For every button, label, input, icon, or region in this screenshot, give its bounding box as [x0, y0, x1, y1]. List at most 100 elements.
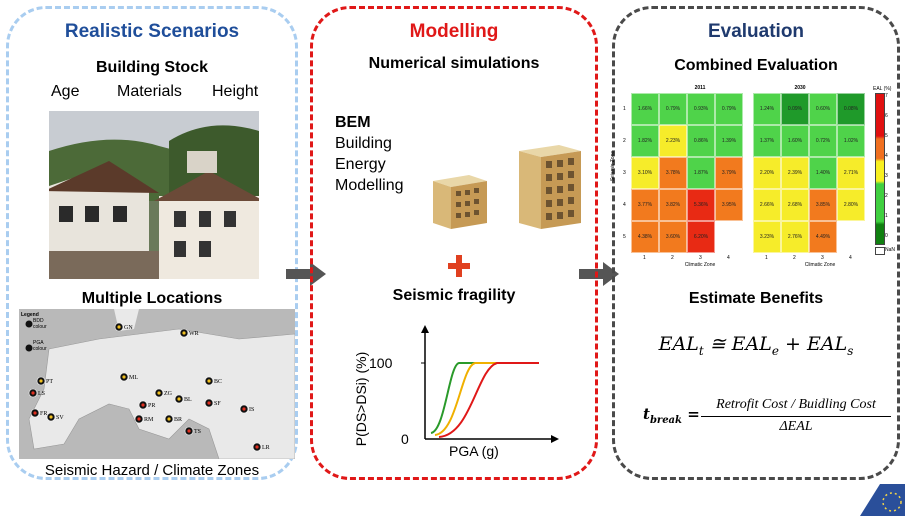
- heatmap-2030-cell: [837, 221, 865, 253]
- heatmap-2011-cell: 3.78%: [659, 157, 687, 189]
- city-marker-inner-zg: [157, 391, 161, 395]
- heatmap-title-2030: 2030: [794, 85, 806, 91]
- heatmap-xtick: 3: [821, 255, 824, 261]
- heatmap-2030: 1.24%0.09%0.60%0.08%1.37%1.60%0.72%1.02%…: [753, 93, 865, 253]
- city-marker-inner-br: [167, 417, 171, 421]
- city-label-br: BR: [174, 417, 182, 423]
- heatmap-2011-cell: 1.82%: [631, 125, 659, 157]
- heatmap-2011-cell: 3.82%: [659, 189, 687, 221]
- city-label-ml: ML: [129, 375, 138, 381]
- heatmap-2011-cell: 4.38%: [631, 221, 659, 253]
- numerical-simulations-label: Numerical simulations: [368, 55, 540, 72]
- panel-title-modelling: Modelling: [409, 21, 499, 42]
- heatmap-xtick: 1: [643, 255, 646, 261]
- fragility-plot: [421, 325, 559, 443]
- map-legend-pga: PGA colour: [33, 340, 47, 352]
- city-label-gn: GN: [124, 325, 133, 331]
- city-marker-inner-sf: [207, 401, 211, 405]
- city-label-bl: BL: [184, 397, 192, 403]
- bem-modelling: Modelling: [335, 177, 404, 194]
- fragility-y100: 100: [369, 355, 393, 371]
- colorbar-nan-label: NaN: [885, 247, 896, 253]
- city-marker-inner-ml: [122, 375, 126, 379]
- heatmap-2030-cell: 0.72%: [809, 125, 837, 157]
- building-stock-label: Building Stock: [96, 59, 208, 76]
- heatmap-2030-cell: 2.76%: [781, 221, 809, 253]
- heatmap-ytick: 4: [623, 202, 626, 208]
- heatmap-2011-cell: 3.95%: [715, 189, 743, 221]
- heatmap-2030-cell: 2.39%: [781, 157, 809, 189]
- eal-formula: EALt ≅ EALe + EALs: [658, 333, 854, 358]
- heatmap-ylabel: Seismic Zone: [610, 150, 616, 182]
- eu-flag-icon: [860, 484, 905, 516]
- heatmap-2030-cell: 2.71%: [837, 157, 865, 189]
- t-break-lhs: tbreak =: [643, 405, 700, 426]
- heatmap-2011-cell: 1.39%: [715, 125, 743, 157]
- fragility-ylabel: P(DS>DSi) (%): [353, 351, 369, 447]
- colorbar-tick: 4: [885, 153, 888, 159]
- city-label-lr: LR: [262, 445, 270, 451]
- colorbar-tick: 0: [885, 233, 888, 239]
- city-marker-inner-rm: [137, 417, 141, 421]
- t-break-denominator: ΔEAL: [779, 419, 813, 434]
- fragility-xlabel: PGA (g): [449, 443, 499, 459]
- heatmap-2011-cell: 0.79%: [715, 93, 743, 125]
- modelling-panel: Modelling Numerical simulations BEM Buil…: [310, 6, 598, 480]
- heatmap-2011-cell: [715, 221, 743, 253]
- heatmap-2011-cell: 3.77%: [631, 189, 659, 221]
- bem-label: BEM: [335, 114, 371, 131]
- heatmap-xtick: 3: [699, 255, 702, 261]
- legend-swatch: [25, 344, 33, 352]
- colorbar-tick: 6: [885, 113, 888, 119]
- tall-building-model: [519, 145, 581, 229]
- panel-title-realistic-scenarios: Realistic Scenarios: [64, 21, 240, 42]
- heatmap-2030-cell: 1.37%: [753, 125, 781, 157]
- heatmap-2030-cell: 1.40%: [809, 157, 837, 189]
- colorbar-tick: 5: [885, 133, 888, 139]
- heatmap-2030-cell: 3.85%: [809, 189, 837, 221]
- t-break-numerator: Retrofit Cost / Buidling Cost: [716, 397, 876, 412]
- map-legend-title: Legend: [21, 312, 39, 318]
- heatmap-2030-cell: 1.24%: [753, 93, 781, 125]
- fragility-y0: 0: [401, 431, 409, 447]
- heatmap-2030-cell: 0.08%: [837, 93, 865, 125]
- city-label-pt: PT: [46, 379, 53, 385]
- realistic-scenarios-panel: Realistic Scenarios Building Stock Age M…: [6, 6, 298, 480]
- city-marker-inner-fr: [33, 411, 37, 415]
- heatmap-xtick: 2: [671, 255, 674, 261]
- heatmap-2030-cell: 2.68%: [781, 189, 809, 221]
- heatmap-ytick: 3: [623, 170, 626, 176]
- heatmap-2030-cell: 0.60%: [809, 93, 837, 125]
- city-label-bc: BC: [214, 379, 222, 385]
- city-label-rm: RM: [144, 417, 154, 423]
- heatmap-2030-cell: 2.80%: [837, 189, 865, 221]
- heatmap-title-2011: 2011: [694, 85, 706, 91]
- small-building-model: [433, 175, 487, 229]
- multiple-locations-label: Multiple Locations: [81, 290, 223, 307]
- city-marker-inner-ts: [187, 429, 191, 433]
- fragility-curve-green: [430, 362, 531, 434]
- heatmap-xtick: 4: [727, 255, 730, 261]
- heatmap-xticks-2011: 1 2 3 4: [631, 255, 743, 263]
- fraction-bar: [701, 416, 891, 417]
- heatmap-2011-cell: 3.10%: [631, 157, 659, 189]
- legend-swatch: [25, 320, 33, 328]
- heatmap-2011-cell: 3.60%: [659, 221, 687, 253]
- heatmap-2030-cell: 2.66%: [753, 189, 781, 221]
- city-marker-inner-is: [242, 407, 246, 411]
- estimate-benefits-label: Estimate Benefits: [688, 290, 824, 307]
- heatmap-2011-cell: 0.86%: [687, 125, 715, 157]
- city-label-wr: WR: [189, 331, 199, 337]
- heatmap-2011-cell: 2.23%: [659, 125, 687, 157]
- city-marker-inner-pr: [141, 403, 145, 407]
- fragility-curve-yellow: [434, 362, 531, 436]
- city-marker-inner-bl: [177, 397, 181, 401]
- heatmap-2030-cell: 2.20%: [753, 157, 781, 189]
- city-label-ls: LS: [38, 391, 45, 397]
- heatmap-ytick: 2: [623, 138, 626, 144]
- city-marker-inner-sv: [49, 415, 53, 419]
- heatmap-2030-cell: 3.23%: [753, 221, 781, 253]
- heatmap-xlabel-2030: Climatic Zone: [804, 262, 836, 268]
